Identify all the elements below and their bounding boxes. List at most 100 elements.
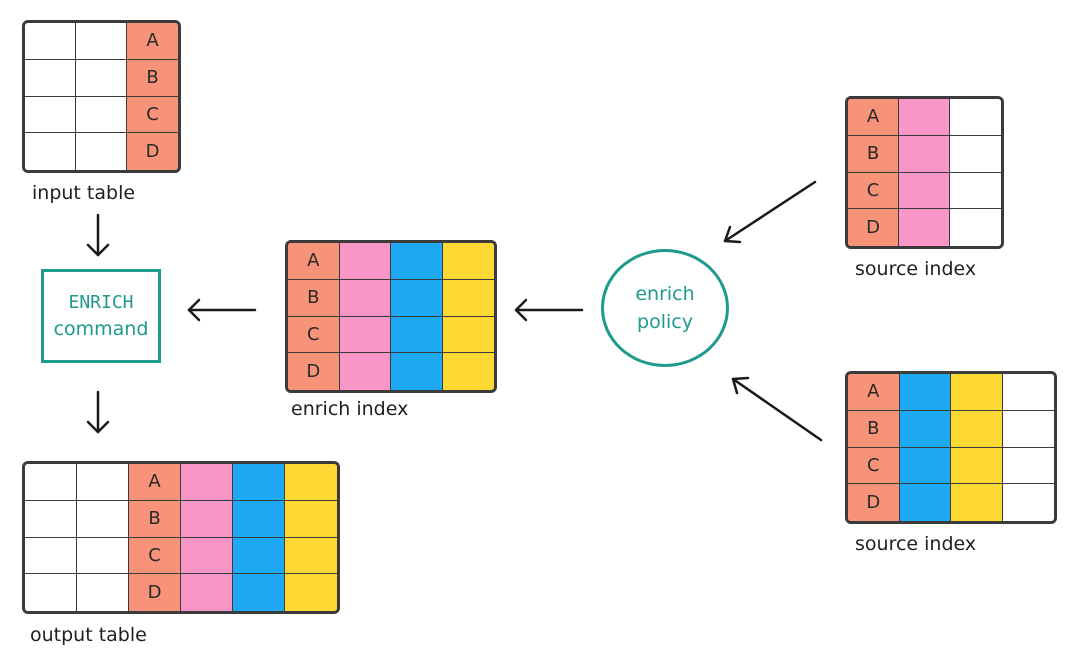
yellow-cell <box>442 353 494 390</box>
blue-cell <box>391 353 443 390</box>
empty-cell <box>76 96 127 134</box>
key-cell: B <box>288 279 340 317</box>
output-table-label: output table <box>30 624 147 646</box>
key-cell: B <box>129 500 181 538</box>
yellow-cell <box>442 243 494 280</box>
source-index-2-label: source index <box>855 533 977 555</box>
blue-cell <box>233 537 285 575</box>
key-cell: D <box>127 133 178 170</box>
enrich-command-keyword: ENRICH <box>68 292 134 313</box>
yellow-cell <box>951 484 1003 521</box>
key-cell: A <box>848 374 900 411</box>
pink-cell <box>181 574 233 611</box>
blue-cell <box>899 447 951 485</box>
blue-cell <box>899 484 951 521</box>
empty-cell <box>1002 484 1054 521</box>
empty-cell <box>1002 410 1054 448</box>
empty-cell <box>25 464 77 501</box>
key-cell: D <box>288 353 340 390</box>
empty-cell <box>77 574 129 611</box>
pink-cell <box>181 537 233 575</box>
empty-cell <box>76 23 127 60</box>
empty-cell <box>25 537 77 575</box>
pink-cell <box>339 279 391 317</box>
key-cell: A <box>127 23 178 60</box>
arrow-source1-to-policy <box>723 180 817 244</box>
enrich-policy-line2: policy <box>637 311 693 333</box>
arrow-left-index-to-command <box>187 298 257 322</box>
key-cell: C <box>288 316 340 354</box>
key-cell: B <box>848 410 900 448</box>
yellow-cell <box>285 464 337 501</box>
pink-cell <box>181 500 233 538</box>
blue-cell <box>391 279 443 317</box>
empty-cell <box>950 172 1001 210</box>
key-cell: A <box>848 99 899 136</box>
enrich-command-box: ENRICH command <box>41 269 161 363</box>
key-cell: D <box>129 574 181 611</box>
pink-cell <box>181 464 233 501</box>
empty-cell <box>1002 447 1054 485</box>
empty-cell <box>1002 374 1054 411</box>
empty-cell <box>25 59 76 97</box>
empty-cell <box>77 537 129 575</box>
input-table-label: input table <box>32 182 136 204</box>
key-cell: C <box>129 537 181 575</box>
key-cell: D <box>848 209 899 246</box>
yellow-cell <box>951 374 1003 411</box>
pink-cell <box>339 353 391 390</box>
yellow-cell <box>951 447 1003 485</box>
key-cell: C <box>848 172 899 210</box>
yellow-cell <box>442 279 494 317</box>
key-cell: C <box>127 96 178 134</box>
blue-cell <box>391 316 443 354</box>
key-cell: C <box>848 447 900 485</box>
enrich-policy-circle: enrich policy <box>601 249 729 367</box>
blue-cell <box>899 374 951 411</box>
empty-cell <box>950 99 1001 136</box>
empty-cell <box>77 464 129 501</box>
pink-cell <box>899 172 950 210</box>
empty-cell <box>76 133 127 170</box>
yellow-cell <box>442 316 494 354</box>
arrow-source2-to-policy <box>731 376 823 442</box>
blue-cell <box>233 500 285 538</box>
empty-cell <box>950 135 1001 173</box>
enrich-index-label: enrich index <box>291 398 409 420</box>
enrich-command-word: command <box>53 318 149 340</box>
blue-cell <box>233 574 285 611</box>
key-cell: D <box>848 484 900 521</box>
empty-cell <box>76 59 127 97</box>
empty-cell <box>25 23 76 60</box>
key-cell: A <box>129 464 181 501</box>
key-cell: B <box>127 59 178 97</box>
key-cell: A <box>288 243 340 280</box>
yellow-cell <box>951 410 1003 448</box>
pink-cell <box>899 135 950 173</box>
empty-cell <box>950 209 1001 246</box>
yellow-cell <box>285 500 337 538</box>
pink-cell <box>899 209 950 246</box>
yellow-cell <box>285 537 337 575</box>
arrow-down-command-to-output <box>86 390 110 434</box>
pink-cell <box>899 99 950 136</box>
yellow-cell <box>285 574 337 611</box>
empty-cell <box>25 133 76 170</box>
arrow-down-input-to-command <box>86 213 110 257</box>
pink-cell <box>339 243 391 280</box>
pink-cell <box>339 316 391 354</box>
arrow-left-policy-to-index <box>514 298 584 322</box>
source-index-1-label: source index <box>855 258 977 280</box>
empty-cell <box>25 96 76 134</box>
blue-cell <box>391 243 443 280</box>
empty-cell <box>25 500 77 538</box>
blue-cell <box>899 410 951 448</box>
empty-cell <box>25 574 77 611</box>
key-cell: B <box>848 135 899 173</box>
